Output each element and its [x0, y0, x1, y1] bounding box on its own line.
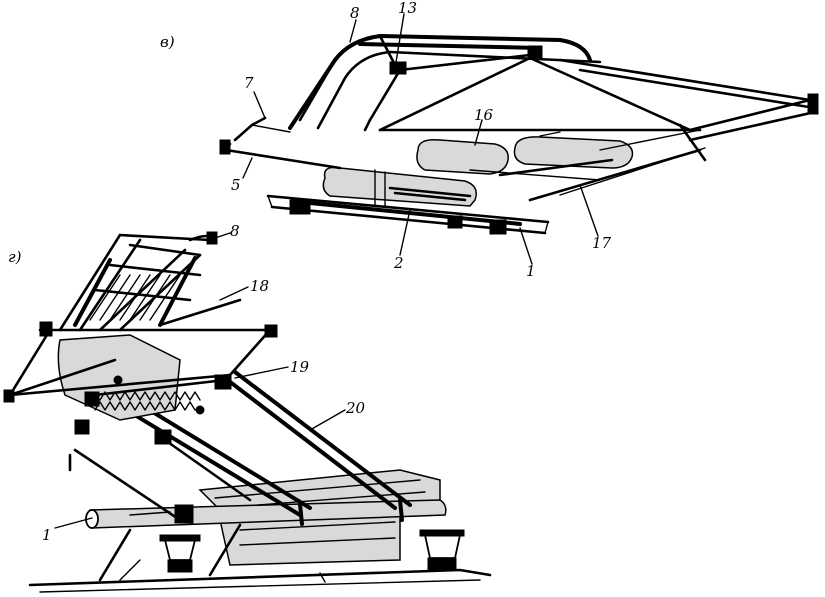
callout-7-v: 7	[244, 74, 254, 92]
upper-frame-g	[3, 231, 278, 403]
labels-g: г) 8 18 19 20 1	[8, 222, 366, 544]
upper-frame-v	[288, 34, 819, 202]
callout-13-v: 13	[398, 0, 417, 17]
spring-mechanism-g	[57, 334, 232, 445]
callout-2-v: 2	[393, 254, 404, 272]
lower-frame-v	[219, 116, 342, 170]
figure-g-drawing	[3, 231, 492, 593]
callout-18-g: 18	[250, 277, 269, 295]
callout-16-v: 16	[474, 106, 494, 124]
callout-8-g: 8	[230, 222, 240, 240]
callout-1-g: 1	[42, 526, 52, 544]
callout-20-g: 20	[345, 399, 366, 417]
callout-8-v: 8	[350, 4, 360, 22]
callout-19-g: 19	[290, 358, 310, 376]
panel-label-v: в)	[160, 33, 175, 51]
insulators-g	[98, 523, 465, 582]
callout-5-v: 5	[231, 176, 241, 194]
figure-v-drawing	[219, 13, 819, 265]
cylinders-v	[322, 131, 634, 207]
callout-17-v: 17	[592, 234, 612, 252]
callout-1-v: 1	[526, 262, 536, 280]
leaders-g	[54, 232, 346, 529]
leaders-v	[242, 13, 599, 265]
panel-label-g: г)	[8, 248, 22, 266]
labels-v: в) 8 13 7 16 5 2 1 17	[160, 0, 612, 280]
